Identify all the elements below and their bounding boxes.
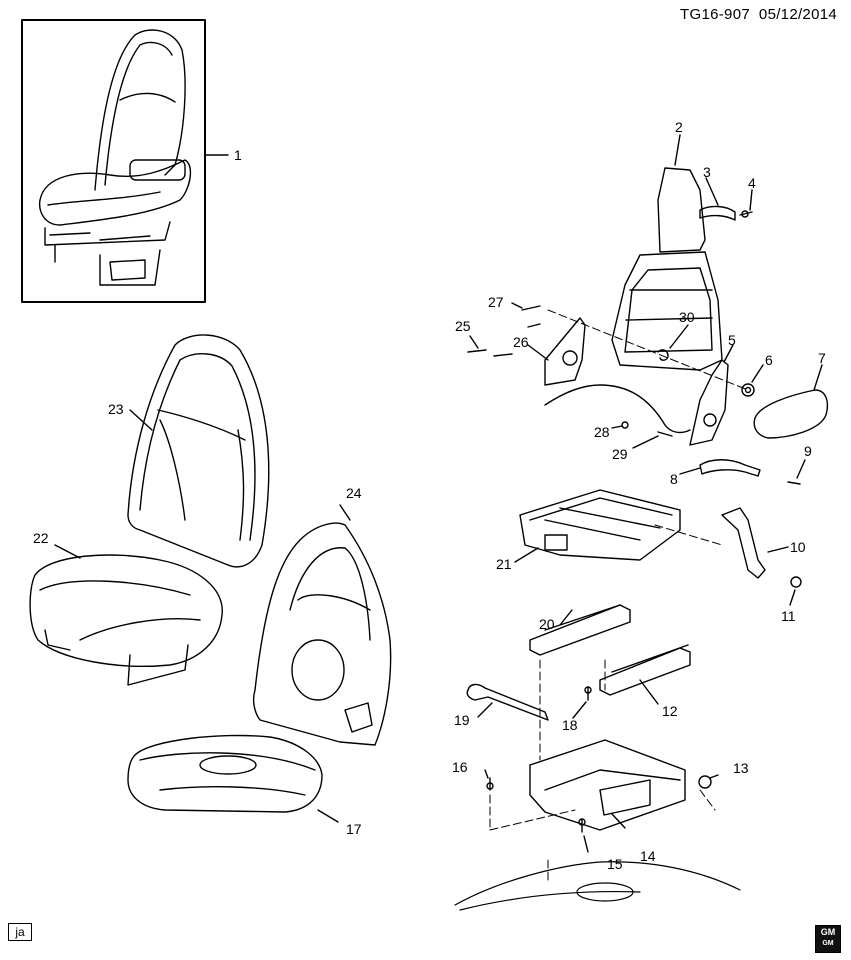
callout-16: 16 xyxy=(452,759,468,775)
riser-nut xyxy=(698,775,712,789)
seat-back-cover xyxy=(127,334,270,568)
callout-2: 2 xyxy=(675,119,683,135)
seat-cushion-cover xyxy=(29,554,223,686)
callout-27: 27 xyxy=(488,294,504,310)
callout-26: 26 xyxy=(513,334,529,350)
recliner-cable xyxy=(544,384,691,434)
callout-8: 8 xyxy=(670,471,678,487)
recliner-bolt-upper xyxy=(521,305,541,328)
doc-date: 05/12/2014 xyxy=(758,6,837,23)
riser-stud xyxy=(578,818,586,833)
callout-21: 21 xyxy=(496,556,512,572)
diagram-header: TG16-907 05/12/2014 xyxy=(680,6,837,23)
callout-7: 7 xyxy=(818,350,826,366)
riser-bolt xyxy=(486,777,494,791)
callout-30: 30 xyxy=(679,309,695,325)
illustrator-tag: ja xyxy=(8,923,32,941)
callout-5: 5 xyxy=(728,332,736,348)
vehicle-floor xyxy=(454,861,741,911)
recliner-handle xyxy=(699,459,761,477)
armrest xyxy=(753,389,829,439)
callout-10: 10 xyxy=(790,539,806,555)
seat-back-strap xyxy=(699,205,736,221)
callout-19: 19 xyxy=(454,712,470,728)
callout-22: 22 xyxy=(33,530,49,546)
callout-24: 24 xyxy=(346,485,362,501)
callout-11: 11 xyxy=(781,608,796,624)
doc-id: TG16-907 xyxy=(680,6,750,23)
adjuster-bolt xyxy=(584,686,592,701)
lever-screw xyxy=(790,576,802,588)
gm-logo: GM GM xyxy=(815,925,841,953)
seat-cushion-frame xyxy=(519,489,681,561)
callout-12: 12 xyxy=(662,703,678,719)
callout-20: 20 xyxy=(539,616,555,632)
callout-6: 6 xyxy=(765,352,773,368)
frame-clip xyxy=(657,349,669,361)
seat-adjuster-right xyxy=(599,644,691,696)
gm-logo-bottom: GM xyxy=(822,940,834,947)
gm-logo-top: GM xyxy=(820,927,836,937)
recliner-bracket-left xyxy=(544,317,586,386)
seat-back-frame xyxy=(611,167,723,371)
callout-28: 28 xyxy=(594,424,610,440)
callout-29: 29 xyxy=(612,446,628,462)
callout-4: 4 xyxy=(748,175,756,191)
seat-riser xyxy=(529,739,686,831)
callout-23: 23 xyxy=(108,401,124,417)
callout-1: 1 xyxy=(234,147,242,163)
cable-fastener xyxy=(621,421,629,429)
callout-14: 14 xyxy=(640,848,656,864)
adjuster-lever xyxy=(721,507,766,579)
complete-seat-inset-frame xyxy=(21,19,206,303)
cable-end xyxy=(657,431,673,437)
callout-3: 3 xyxy=(703,164,711,180)
adjuster-towel-bar xyxy=(466,683,549,721)
assembly-centerlines xyxy=(489,309,749,881)
recliner-bolt-lower xyxy=(467,349,513,357)
complete-seat-illustration xyxy=(38,29,192,286)
armrest-bushing xyxy=(741,383,755,397)
callout-25: 25 xyxy=(455,318,471,334)
callout-13: 13 xyxy=(733,760,749,776)
seat-adjuster-left xyxy=(529,604,631,656)
callout-9: 9 xyxy=(804,443,812,459)
callout-17: 17 xyxy=(346,821,362,837)
callout-15: 15 xyxy=(607,856,623,872)
handle-screw xyxy=(787,481,801,485)
recliner-bracket-right xyxy=(689,359,729,446)
callout-18: 18 xyxy=(562,717,578,733)
strap-screw xyxy=(739,210,753,218)
seat-cushion-pad xyxy=(127,734,323,813)
seat-back-pad xyxy=(252,522,392,746)
